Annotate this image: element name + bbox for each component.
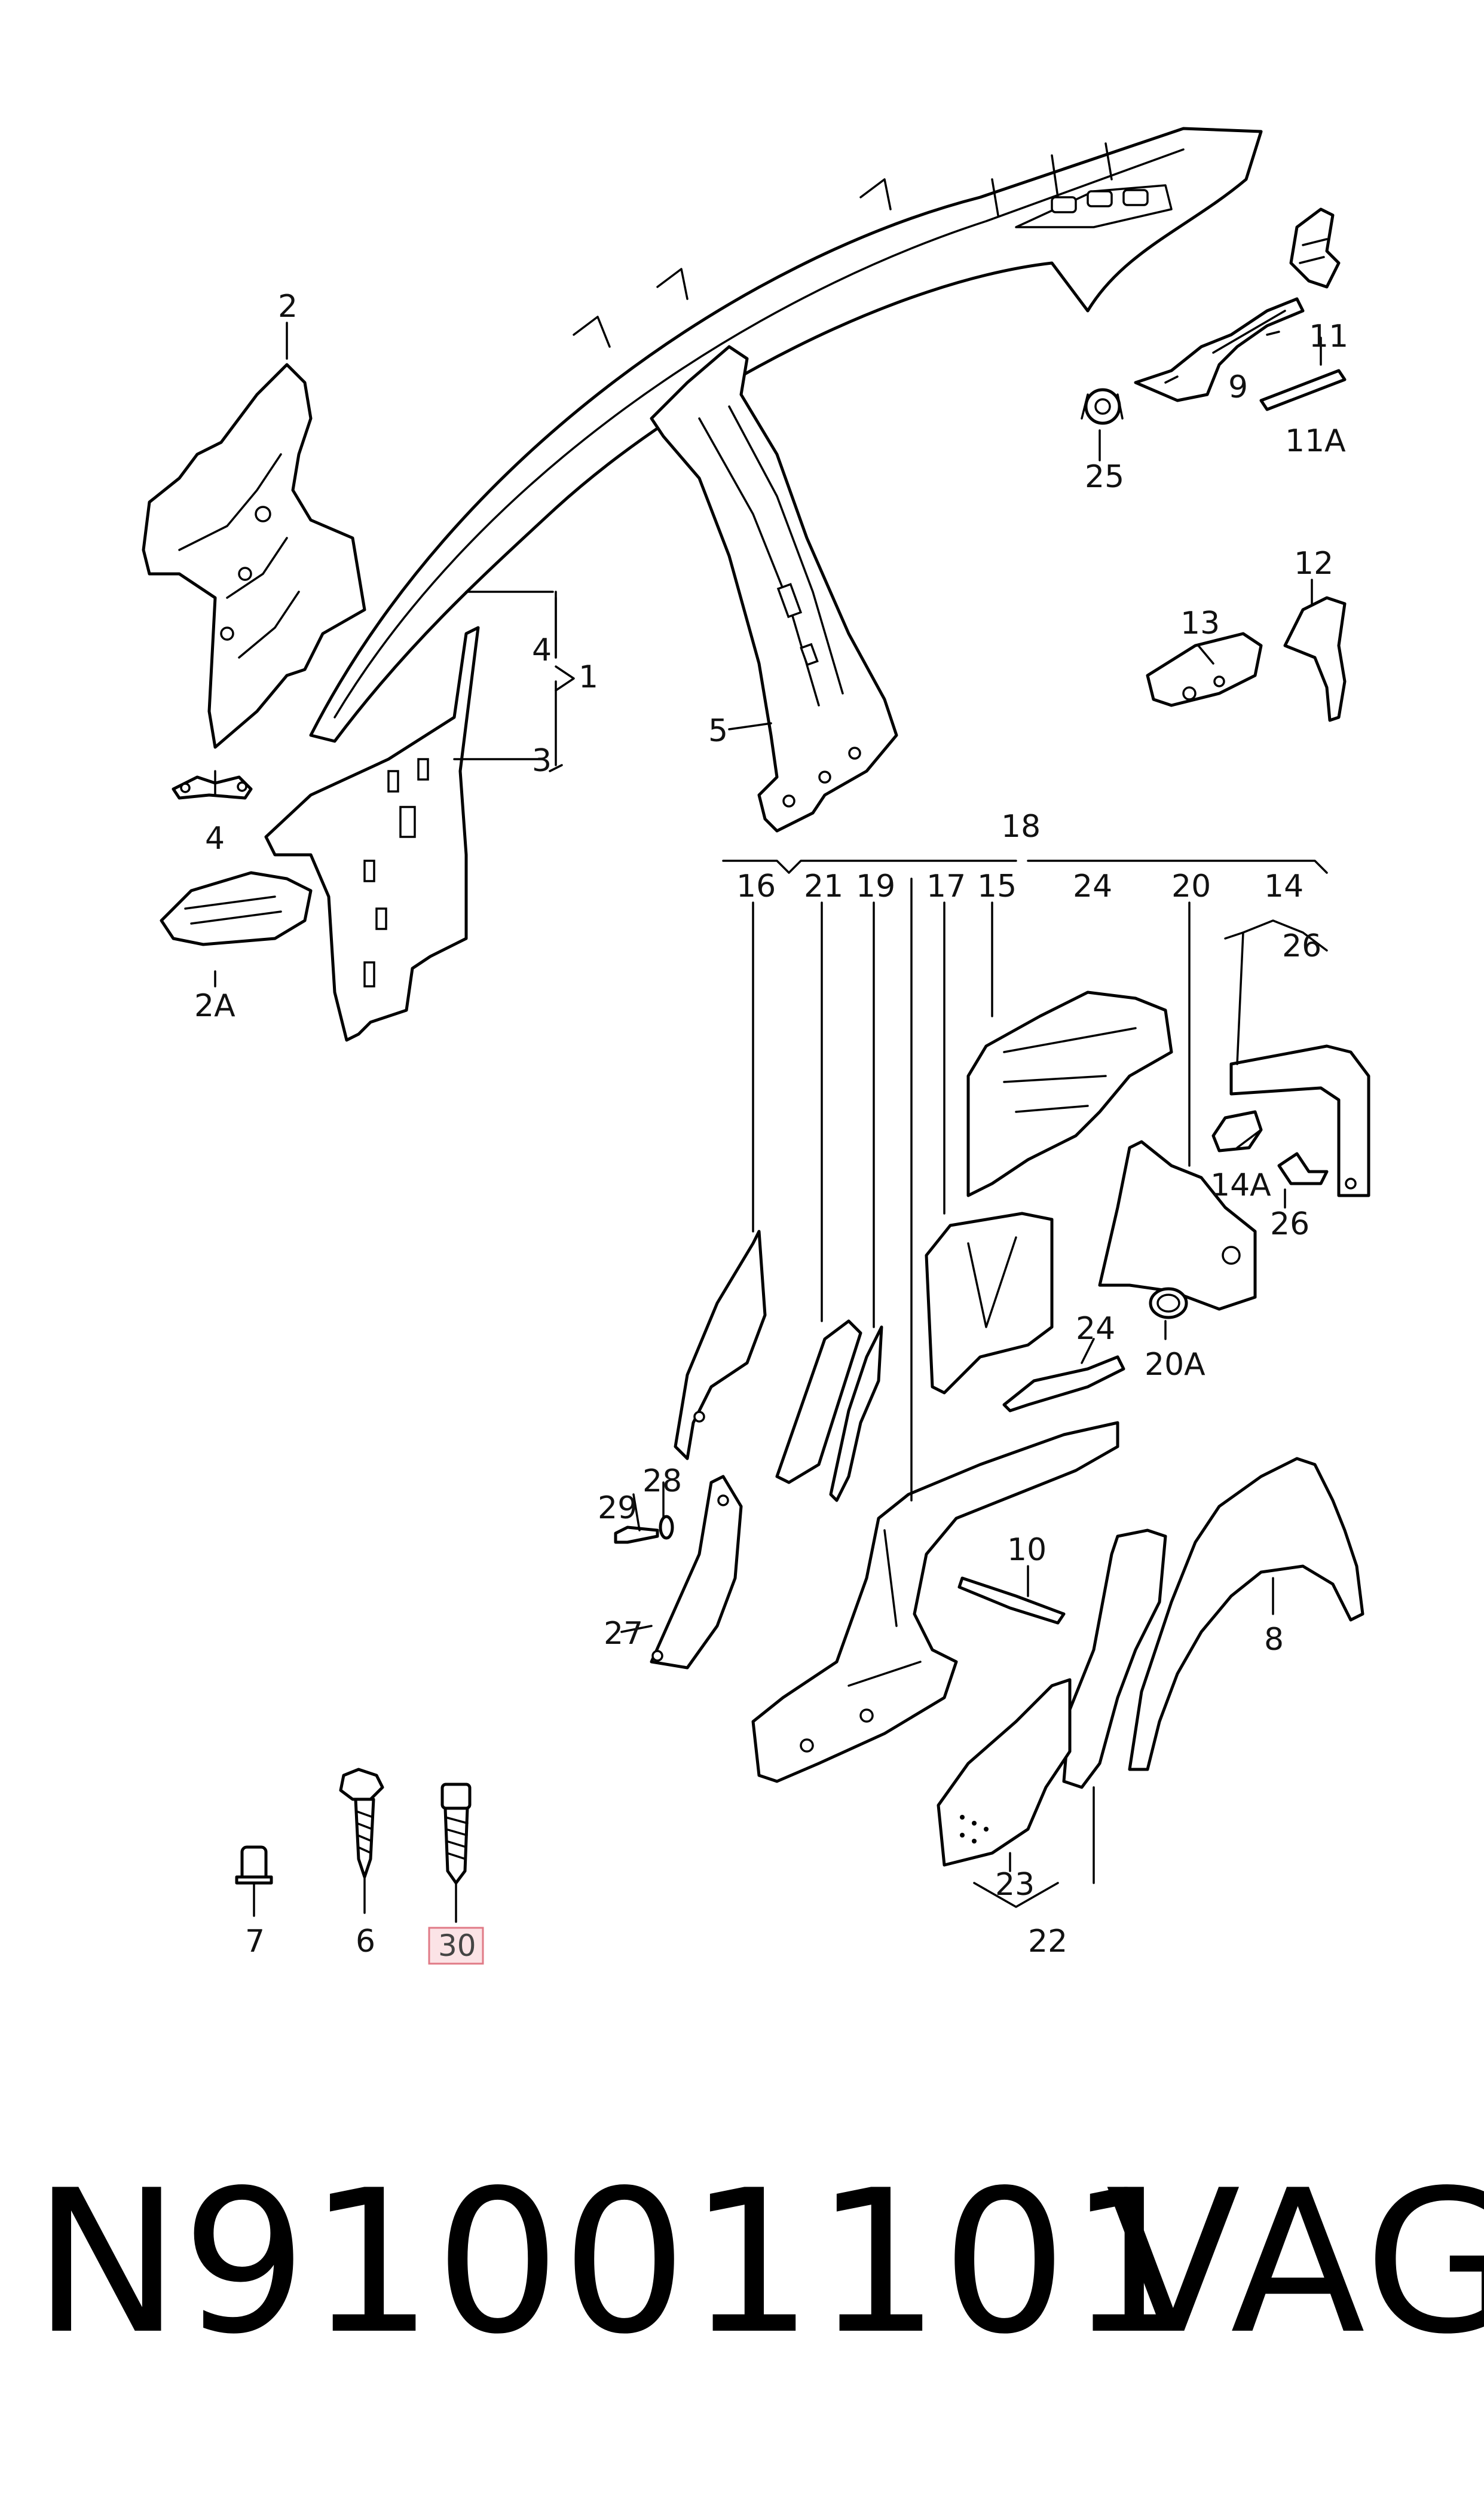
callout-12: 12 <box>1294 546 1333 582</box>
strip-19-part <box>829 1325 883 1502</box>
rivet-nut-7-part <box>235 1845 273 1885</box>
callout-7: 7 <box>245 1924 265 1959</box>
diagram-canvas: 2 4 1 3 4 2A 5 11 9 11A 25 12 13 18 16 2… <box>142 127 1370 1965</box>
bolt-29-part <box>614 1526 659 1544</box>
grommet-20a-part <box>1149 1287 1188 1319</box>
clip-25-part <box>1081 388 1124 425</box>
callout-18: 18 <box>1001 809 1041 845</box>
frame-14-part <box>1229 1044 1370 1197</box>
b-pillar-part <box>650 345 898 833</box>
callout-25: 25 <box>1085 459 1124 495</box>
callout-28: 28 <box>642 1463 682 1499</box>
callout-29: 29 <box>598 1490 637 1526</box>
part-number: N91001101 <box>33 2148 1195 2377</box>
trim-13-part <box>1146 632 1263 707</box>
panel-15-part <box>966 990 1173 1197</box>
callout-15: 15 <box>977 869 1017 904</box>
callout-20a: 20A <box>1145 1347 1205 1383</box>
plate-27-part <box>650 1475 743 1670</box>
panel-16-part <box>674 1230 767 1460</box>
callout-24-mid: 24 <box>1076 1311 1115 1347</box>
leader-lines <box>214 322 1328 1923</box>
callout-20: 20 <box>1171 869 1211 904</box>
roof-rail-part <box>309 127 1263 743</box>
bracket-4-part <box>172 775 253 800</box>
callout-4-upper: 4 <box>532 632 552 668</box>
callout-14: 14 <box>1264 869 1304 904</box>
callout-27: 27 <box>604 1616 643 1652</box>
callout-11: 11 <box>1309 319 1348 354</box>
bracket-11-part <box>1289 207 1341 289</box>
callout-11a: 11A <box>1285 423 1346 459</box>
wheelhouse-18-part <box>751 1421 1119 1783</box>
callout-2: 2 <box>278 289 298 325</box>
callout-30: 30 <box>438 1928 476 1963</box>
insert-2a-part <box>160 871 313 946</box>
callout-2a: 2A <box>194 988 235 1024</box>
screw-30-part <box>440 1783 472 1885</box>
bracket-12-part <box>1283 596 1347 722</box>
callout-16: 16 <box>736 869 776 904</box>
panel-20-part <box>1098 1140 1257 1311</box>
callout-22: 22 <box>1028 1924 1067 1959</box>
pillar-22-part <box>1062 1528 1167 1789</box>
fender-8-part <box>1128 1457 1364 1771</box>
callout-19: 19 <box>856 869 895 904</box>
screw-6-part <box>339 1768 384 1879</box>
callout-8: 8 <box>1264 1622 1284 1658</box>
clip-26-part <box>1277 1152 1329 1185</box>
a-pillar-lower-panel <box>264 626 480 1042</box>
brand-name: VAG <box>1106 2148 1484 2377</box>
callout-30-highlight: 30 <box>428 1927 484 1965</box>
callout-4-lower: 4 <box>205 821 225 857</box>
callouts: 2 4 1 3 4 2A 5 11 9 11A 25 12 13 18 16 2… <box>194 289 1348 1965</box>
panel-23-part <box>937 1678 1072 1867</box>
callout-3: 3 <box>532 743 552 779</box>
callout-10: 10 <box>1007 1532 1047 1568</box>
callout-5: 5 <box>708 713 728 749</box>
highlight-box <box>428 1927 484 1965</box>
callout-6: 6 <box>356 1924 375 1959</box>
strip-11a-part <box>1259 369 1347 411</box>
callout-9: 9 <box>1228 369 1248 405</box>
callout-13: 13 <box>1180 606 1220 641</box>
strut-10-part <box>957 1576 1066 1625</box>
callout-23: 23 <box>995 1867 1035 1903</box>
strip-21-part <box>775 1319 862 1484</box>
callout-26-top: 26 <box>1282 928 1321 964</box>
a-pillar-inner-part <box>142 363 366 749</box>
callout-17: 17 <box>926 869 966 904</box>
callout-24-top: 24 <box>1073 869 1112 904</box>
callout-26-low: 26 <box>1270 1206 1309 1242</box>
callout-14a: 14A <box>1210 1167 1271 1203</box>
washer-28-part <box>659 1515 674 1540</box>
callout-21: 21 <box>804 869 843 904</box>
block-14a-part <box>1211 1110 1263 1152</box>
callout-1: 1 <box>579 659 598 695</box>
bracket-24-part <box>1002 1355 1125 1413</box>
cable-9-part <box>1134 297 1305 402</box>
panel-17-part <box>925 1212 1054 1395</box>
